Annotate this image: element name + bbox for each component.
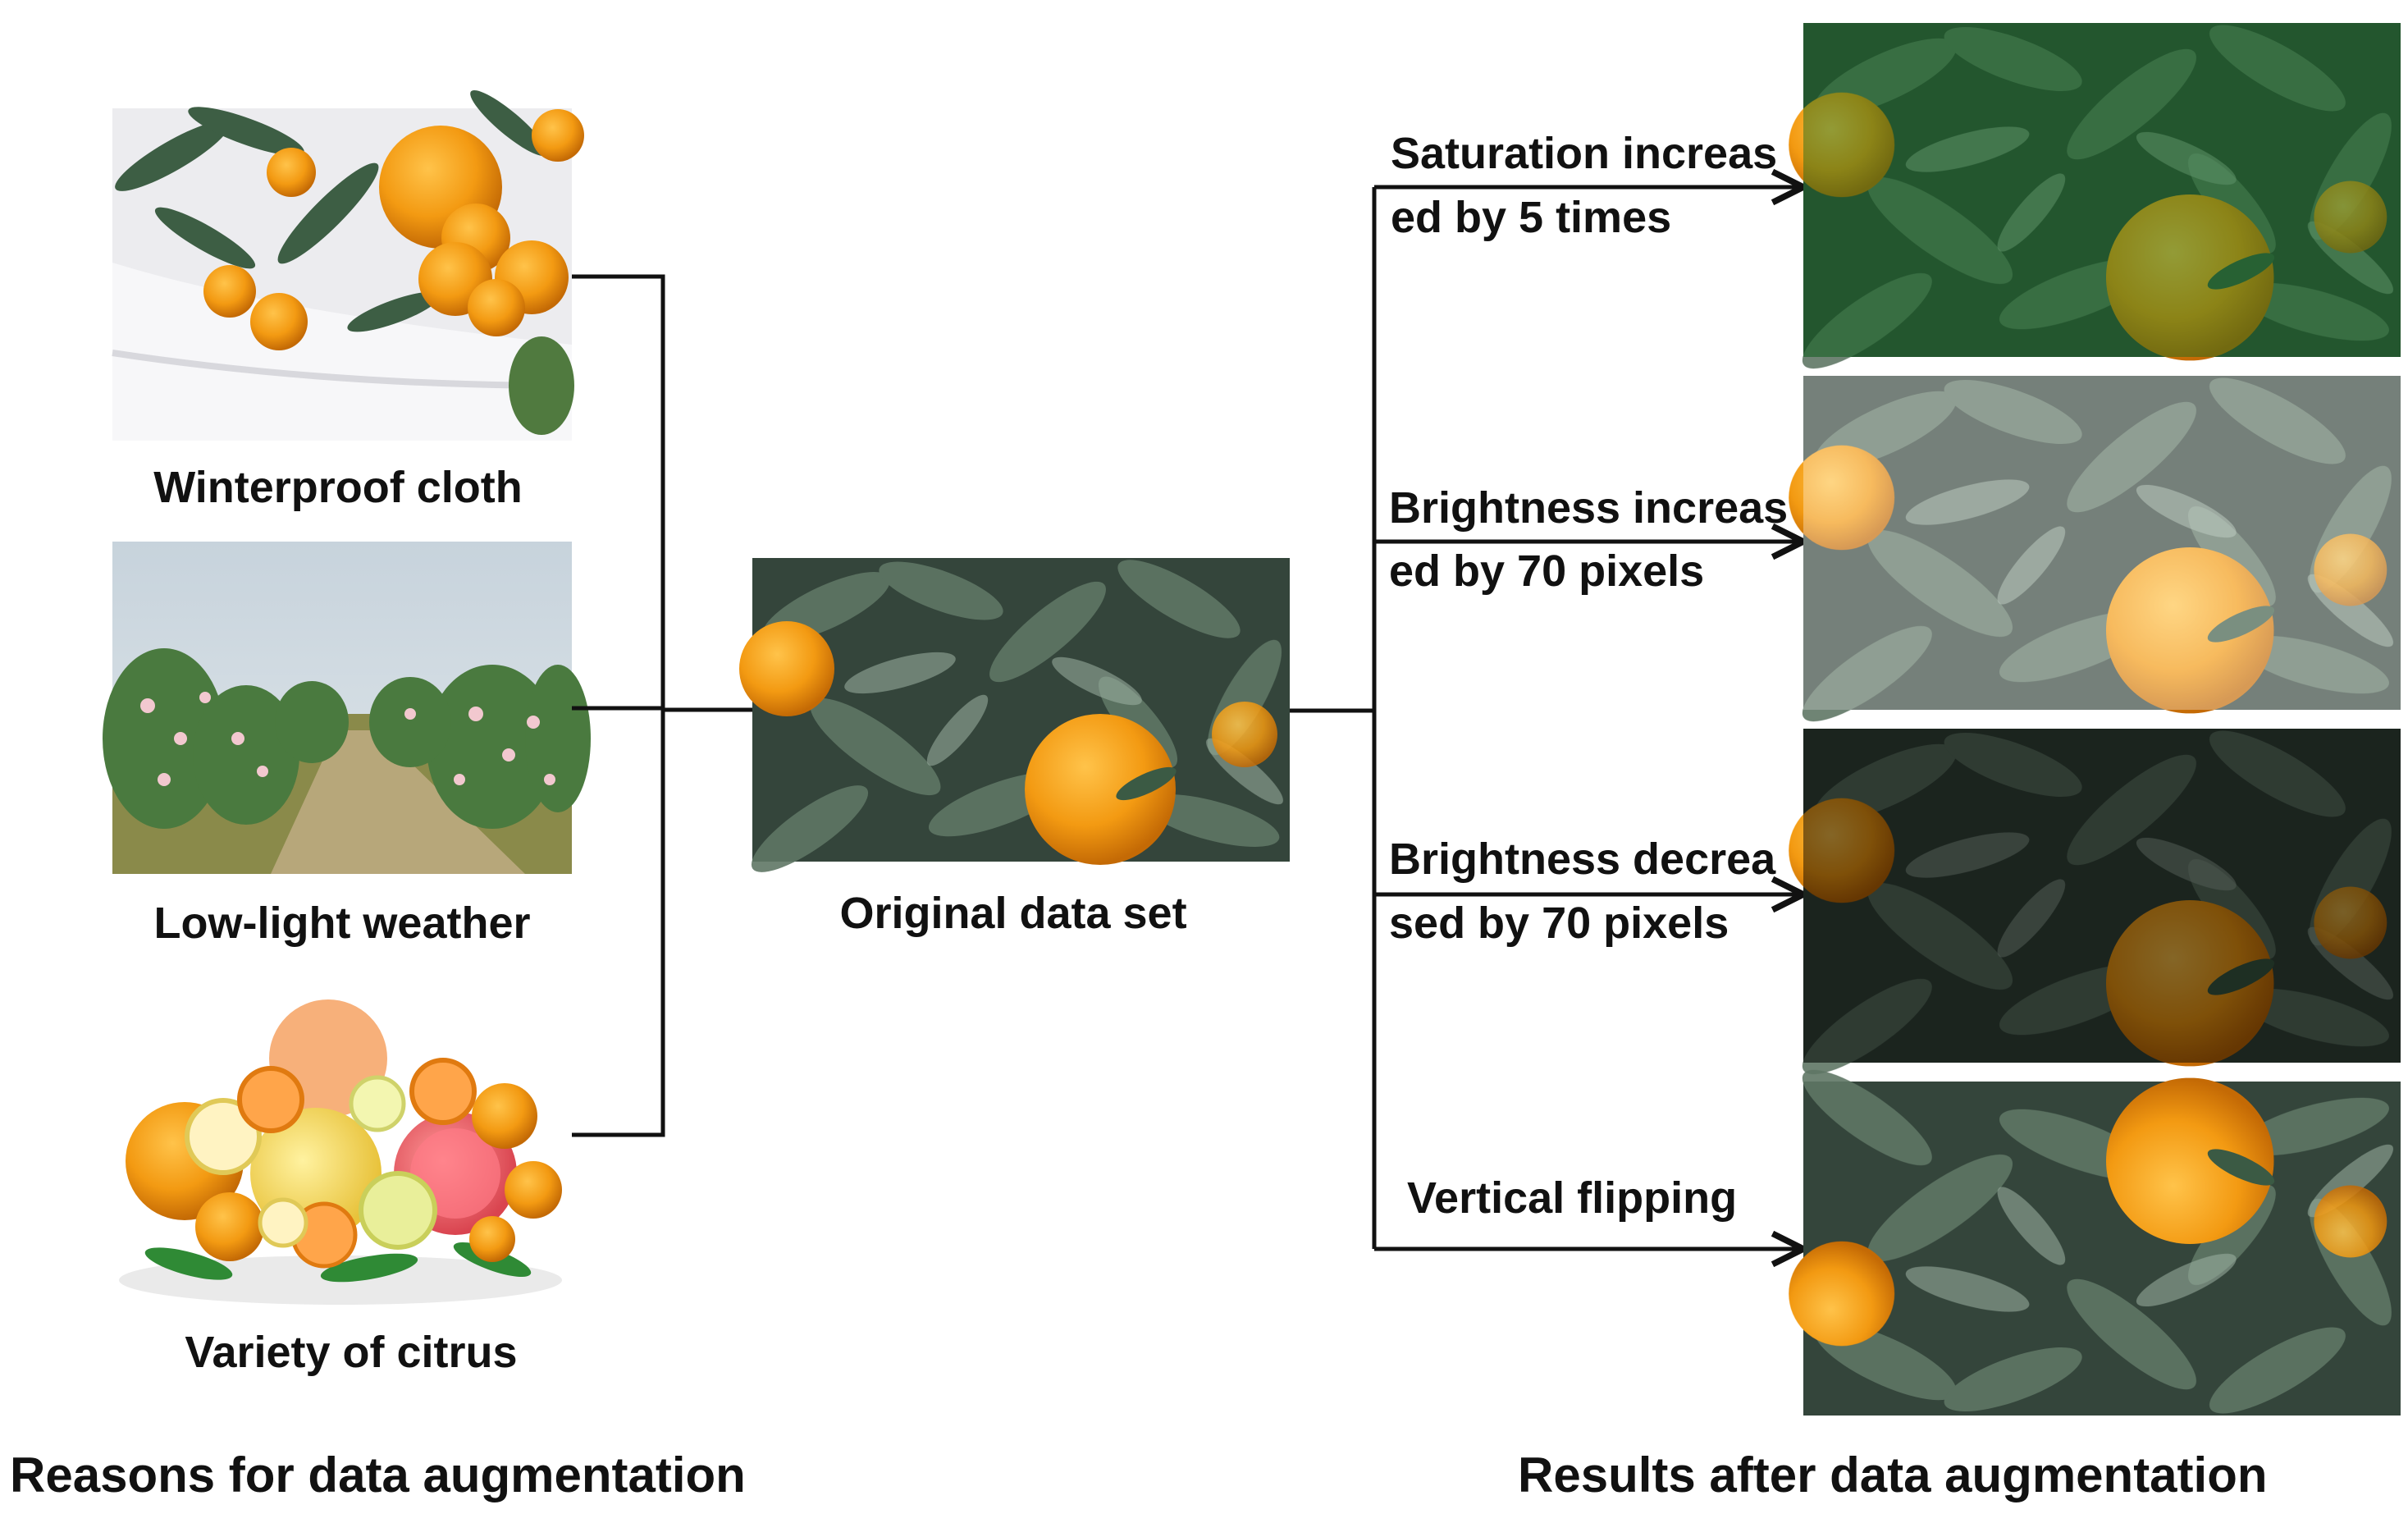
winterproof-cloth-caption: Winterproof cloth [153, 463, 522, 512]
variety-of-citrus-photo [119, 999, 562, 1305]
vertical-flipped-photo [1789, 1054, 2406, 1429]
vertical-flipping-label: Vertical flipping [1407, 1173, 1737, 1223]
winterproof-cloth-photo [112, 89, 584, 441]
brightness-decreased-photo [1789, 716, 2406, 1090]
saturation-label-line2: ed by 5 times [1391, 193, 1671, 242]
low-light-weather-caption: Low-light weather [154, 899, 531, 948]
brightness-increase-label-line2: ed by 70 pixels [1389, 547, 1704, 596]
results-title: Results after data augmentation [1518, 1448, 2268, 1502]
reasons-title: Reasons for data augmentation [10, 1448, 746, 1502]
low-light-weather-photo [103, 542, 591, 874]
original-data-set-caption: Original data set [839, 889, 1186, 938]
brightness-decrease-label-line1: Brightness decrea [1389, 835, 1776, 884]
brightness-increase-label-line1: Brightness increas [1389, 483, 1788, 533]
saturation-label-line1: Saturation increas [1391, 129, 1777, 178]
left-connector-lines [572, 274, 752, 1137]
right-connector-lines [1290, 187, 1803, 1249]
brightness-increased-photo [1789, 363, 2406, 737]
saturation-increased-photo [1789, 10, 2406, 384]
original-data-set-photo [739, 546, 1295, 886]
brightness-decrease-label-line2: sed by 70 pixels [1389, 899, 1729, 948]
variety-of-citrus-caption: Variety of citrus [185, 1328, 517, 1377]
